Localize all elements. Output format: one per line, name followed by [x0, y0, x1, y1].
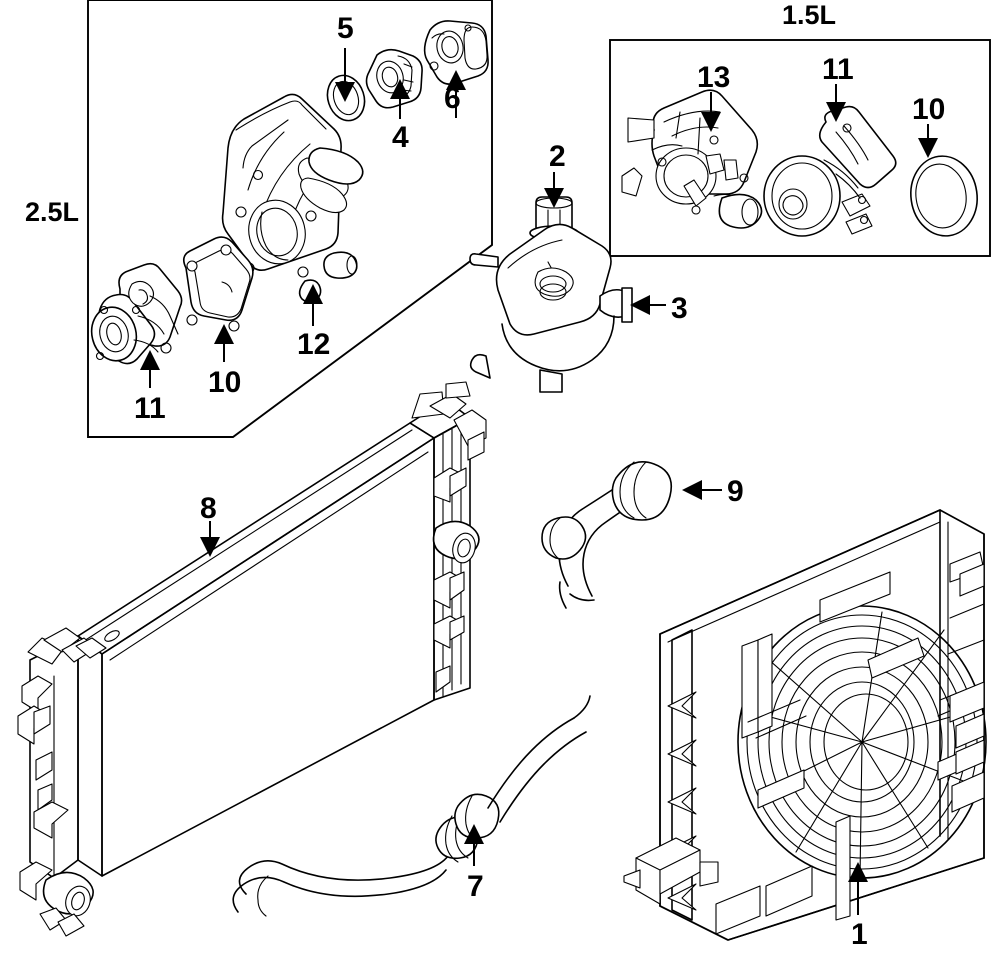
callout-label-10a: 10 [208, 366, 242, 399]
part-water-pump-25l [90, 262, 183, 365]
part-coolant-reservoir [469, 223, 633, 393]
part-radiator [17, 381, 487, 937]
callout-label-4: 4 [392, 121, 409, 154]
arrow-9 [682, 480, 722, 500]
part-thermostat-housing [423, 20, 489, 85]
callout-label-5: 5 [337, 12, 354, 45]
arrow-11a [140, 350, 160, 388]
arrow-3 [630, 295, 666, 315]
part-overflow-hose [541, 461, 673, 609]
arrow-10a [214, 324, 234, 362]
callout-label-8: 8 [200, 492, 217, 525]
group-box-25l [87, 0, 493, 438]
arrow-7 [464, 824, 484, 866]
callout-label-6: 6 [444, 82, 461, 115]
part-water-pump-15l [763, 105, 897, 237]
arrow-8 [200, 521, 220, 557]
part-water-pump-housing [221, 93, 364, 303]
callout-label-13: 13 [697, 61, 731, 94]
arrow-13 [701, 92, 721, 132]
arrow-11b [826, 84, 846, 122]
arrow-1 [848, 862, 868, 915]
callout-label-11a: 11 [134, 392, 166, 425]
engine-group-label-25l: 2.5L [25, 197, 80, 227]
callout-label-12: 12 [297, 328, 331, 361]
callout-label-1: 1 [851, 918, 868, 951]
callout-label-11b: 11 [822, 53, 854, 86]
engine-group-label-15l: 1.5L [782, 0, 837, 30]
callout-arrows [140, 48, 938, 915]
callout-label-9: 9 [727, 475, 744, 508]
arrow-6 [446, 70, 466, 118]
part-thermostat [365, 48, 423, 109]
part-fan-shroud-assembly [623, 509, 987, 941]
callout-label-3: 3 [671, 292, 688, 325]
part-lower-radiator-hose [232, 695, 591, 917]
arrow-4 [390, 79, 410, 119]
part-water-pump-assembly-15l [621, 89, 763, 229]
arrow-2 [544, 172, 564, 208]
arrow-5 [335, 48, 355, 102]
callout-label-7: 7 [467, 870, 484, 903]
arrow-10b [918, 124, 938, 158]
callout-label-10b: 10 [912, 93, 946, 126]
arrow-12 [303, 284, 323, 326]
callout-label-2: 2 [549, 140, 566, 173]
part-water-pump-gasket-15l [910, 155, 978, 237]
group-box-15l [609, 39, 991, 257]
part-water-pump-gasket-25l [182, 236, 254, 332]
